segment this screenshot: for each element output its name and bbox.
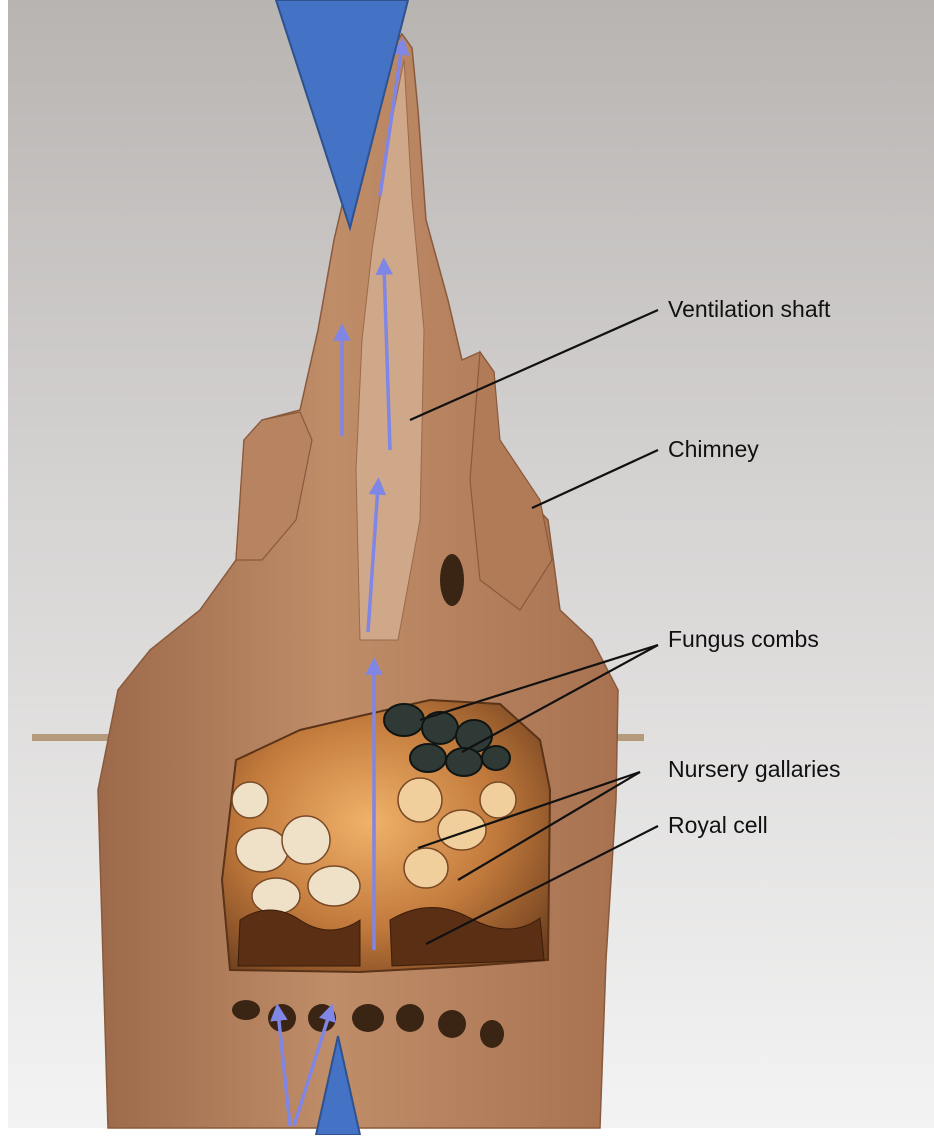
label-fungus-combs: Fungus combs (668, 628, 819, 651)
label-chimney: Chimney (668, 438, 759, 461)
shaft-opening (440, 554, 464, 606)
label-ventilation-shaft: Ventilation shaft (668, 298, 830, 321)
label-royal-cell: Royal cell (668, 814, 768, 837)
label-nursery-galleries: Nursery gallaries (668, 758, 841, 781)
